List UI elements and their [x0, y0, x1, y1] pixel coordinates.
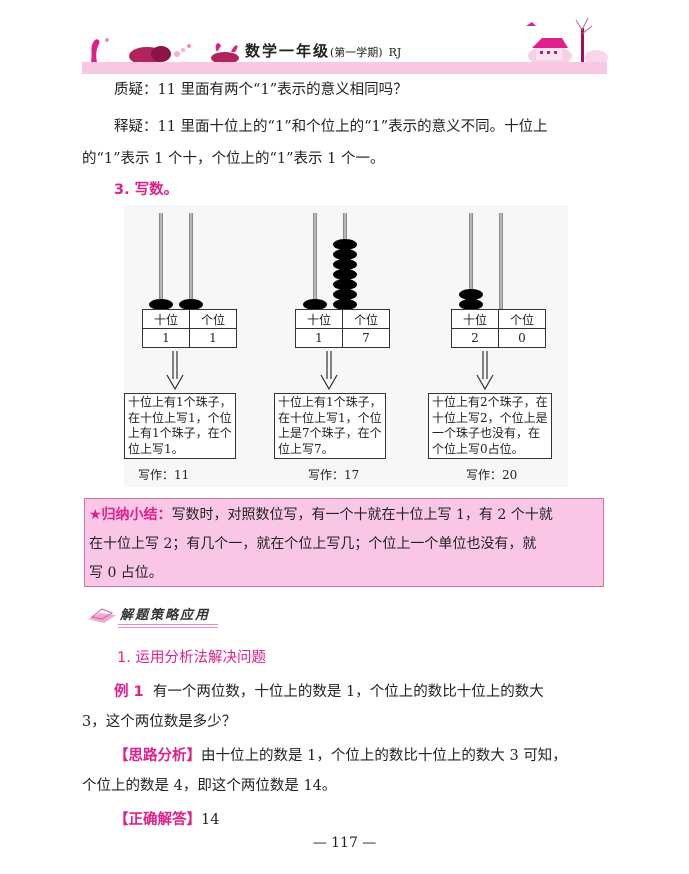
explanation-line: 在十位上写1，个位 [278, 410, 382, 425]
header-decoration-left [85, 30, 245, 65]
explanation-line: 十位上写2，个位上是 [432, 410, 548, 425]
ones-value: 1 [189, 328, 237, 348]
abacus-bead [333, 239, 357, 250]
semester-label: (第一学期) [330, 46, 383, 59]
summary-line1: 写数时，对照数位写，有一个十就在十位上写 1，有 2 个十就 [171, 507, 553, 523]
ones-header: 个位 [342, 309, 390, 329]
doubt-answer-line2: 的“1”表示 1 个十，个位上的“1”表示 1 个一。 [82, 151, 385, 167]
written-result: 写作：20 [466, 468, 518, 482]
ones-header: 个位 [189, 309, 237, 329]
book-title-main: 数学一年级 [245, 42, 331, 60]
analysis-line1: 【思路分析】由十位上的数是 1，个位上的数比十位上的数大 3 可知， [114, 746, 567, 766]
answer-label: 【正确解答】 [114, 812, 201, 828]
header-band [82, 62, 607, 74]
explanation-line: 上是7个珠子，在个 [278, 426, 382, 440]
answer-value: 14 [201, 812, 220, 828]
explanation-line: 上有1个珠子，在个 [128, 426, 232, 440]
example-1-label: 例 1 [114, 684, 144, 700]
page-number: — 117 — [312, 835, 377, 851]
doubt-question: 质疑：11 里面有两个“1”表示的意义相同吗？ [114, 82, 408, 98]
abacus-bead [333, 259, 357, 270]
tens-header: 十位 [142, 309, 190, 329]
explanation-box: 十位上有1个珠子， 在十位上写1，个位 上是7个珠子，在个 位上写7。 [274, 393, 386, 459]
example-1-text: 有一个两位数，十位上的数是 1，个位上的数比十位上的数大 [152, 684, 544, 700]
explanation-line: 一个珠子也没有，在 [432, 426, 541, 440]
written-result: 写作：11 [138, 468, 190, 482]
tens-rod [469, 213, 473, 309]
explanation-line: 在十位上写1，个位 [128, 410, 232, 425]
explanation-line: 十位上有1个珠子， [278, 395, 382, 409]
edition-label: RJ [388, 46, 402, 59]
analysis-text: 由十位上的数是 1，个位上的数比十位上的数大 3 可知， [201, 748, 567, 764]
abacus-bead [333, 289, 357, 300]
explanation-line: 个位上写0占位。 [432, 441, 524, 456]
tens-value: 1 [295, 328, 343, 348]
tens-rod [159, 213, 163, 309]
ones-rod [189, 213, 193, 309]
summary-box: ★归纳小结：写数时，对照数位写，有一个十就在十位上写 1，有 2 个十就 在十位… [84, 498, 604, 587]
tens-rod [313, 213, 317, 309]
summary-line2: 在十位上写 2；有几个一，就在个位上写几；个位上一个单位也没有，就 [89, 536, 537, 552]
explanation-line: 十位上有2个珠子，在 [432, 395, 548, 409]
answer-line: 【正确解答】14 [114, 810, 219, 830]
ones-value: 0 [498, 328, 546, 348]
abacus-bead [303, 299, 327, 310]
example-1-line2: 3，这个两位数是多少？ [82, 714, 237, 730]
down-arrow-icon [320, 351, 338, 391]
down-arrow-icon [476, 351, 494, 391]
abacus-bead [333, 249, 357, 260]
house-tree-decoration-icon [526, 17, 608, 66]
strategy-underline [118, 624, 218, 628]
analysis-line2: 个位上的数是 4，即这个两位数是 14。 [82, 778, 337, 794]
strategy-subtitle: 1. 运用分析法解决问题 [117, 650, 266, 666]
abacus-bead [333, 269, 357, 280]
ones-rod [499, 213, 503, 309]
summary-line3: 写 0 占位。 [89, 565, 163, 581]
flower-decoration-icon [91, 38, 239, 65]
tens-value: 1 [142, 328, 190, 348]
tens-header: 十位 [451, 309, 499, 329]
doubt-answer-line1: 释疑：11 里面十位上的“1”和个位上的“1”表示的意义不同。十位上 [114, 119, 548, 135]
abacus-bead [333, 299, 357, 310]
example-1-line1: 例 1 有一个两位数，十位上的数是 1，个位上的数比十位上的数大 [114, 682, 544, 702]
tens-value: 2 [451, 328, 499, 348]
ones-value: 7 [342, 328, 390, 348]
tens-header: 十位 [295, 309, 343, 329]
down-arrow-icon [166, 351, 184, 391]
explanation-line: 位上写7。 [278, 441, 334, 456]
header-decoration-right [520, 16, 610, 66]
abacus-bead [179, 299, 203, 310]
open-book-icon [88, 608, 116, 623]
explanation-line: 位上写1。 [128, 441, 184, 456]
analysis-label: 【思路分析】 [114, 748, 201, 764]
abacus-bead [333, 279, 357, 290]
ones-header: 个位 [498, 309, 546, 329]
explanation-box: 十位上有2个珠子，在 十位上写2，个位上是 一个珠子也没有，在 个位上写0占位。 [428, 393, 552, 459]
abacus-bead [149, 299, 173, 310]
abacus-bead [459, 299, 483, 310]
explanation-line: 十位上有1个珠子， [128, 395, 232, 409]
explanation-box: 十位上有1个珠子， 在十位上写1，个位 上有1个珠子，在个 位上写1。 [124, 393, 236, 459]
written-result: 写作：17 [308, 468, 360, 482]
strategy-section-title: 解题策略应用 [120, 608, 211, 623]
abacus-bead [459, 289, 483, 300]
summary-label: ★归纳小结： [89, 507, 172, 523]
book-title: 数学一年级(第一学期) RJ [245, 40, 401, 61]
section-3-title: 3. 写数。 [114, 182, 179, 198]
